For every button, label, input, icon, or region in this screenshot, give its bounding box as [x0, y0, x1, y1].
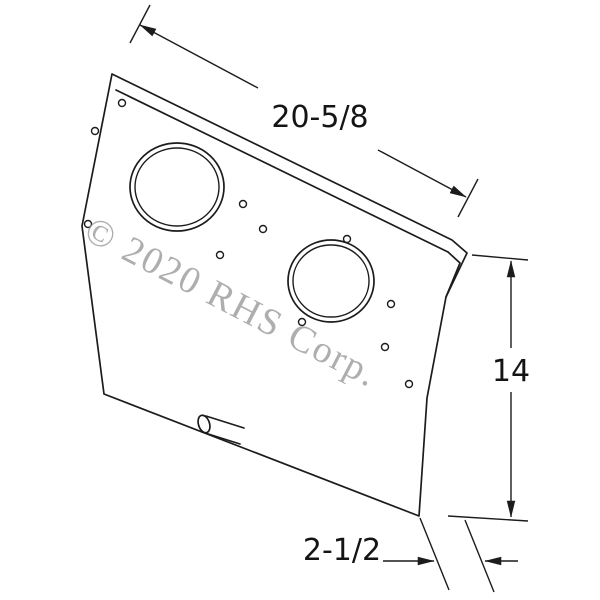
height-extension-line-top — [471, 254, 529, 261]
rivet-hole — [238, 199, 248, 209]
large-hole-right-inner — [292, 244, 370, 318]
rivet-hole — [258, 224, 268, 234]
large-hole-right-outer — [287, 239, 375, 323]
rivet-hole — [404, 379, 414, 389]
height-extension-line-bottom — [447, 515, 529, 522]
depth-extension-line-right — [464, 519, 495, 593]
part-geometry — [81, 73, 468, 517]
dimension-annotations: 20-5/8 14 2-1/2 — [129, 4, 530, 593]
rivet-hole — [297, 317, 307, 327]
rivet-hole — [215, 250, 225, 260]
width-dimension-label: 20-5/8 — [271, 100, 368, 135]
width-extension-line-right — [457, 178, 479, 218]
depth-extension-line-left — [419, 517, 450, 591]
pipe-fitting-cap — [197, 414, 211, 434]
width-dimension: 20-5/8 — [129, 4, 479, 218]
rivet-hole — [83, 219, 93, 229]
corner-fold-edge — [445, 251, 461, 298]
height-dimension-label: 14 — [492, 354, 530, 389]
watermark-text: © 2020 RHS Corp. — [78, 209, 385, 396]
width-dimension-line-left — [139, 24, 259, 89]
plate-thickness-edge — [115, 89, 449, 253]
rivet-holes — [83, 98, 414, 389]
height-dimension: 14 — [447, 254, 530, 522]
rivet-hole — [90, 126, 100, 136]
pipe-fitting-body — [201, 415, 245, 445]
large-hole-left-inner — [134, 147, 220, 227]
rivet-hole — [386, 299, 396, 309]
rivet-hole — [380, 342, 390, 352]
large-hole-left-outer — [129, 142, 225, 232]
panel-outline — [81, 73, 468, 517]
rivet-hole — [117, 98, 127, 108]
width-dimension-line-right — [377, 149, 467, 198]
depth-dimension: 2-1/2 — [303, 517, 518, 593]
pipe-fitting — [197, 414, 245, 445]
width-extension-line-left — [129, 4, 151, 44]
depth-dimension-label: 2-1/2 — [303, 533, 381, 568]
rivet-hole — [342, 234, 352, 244]
